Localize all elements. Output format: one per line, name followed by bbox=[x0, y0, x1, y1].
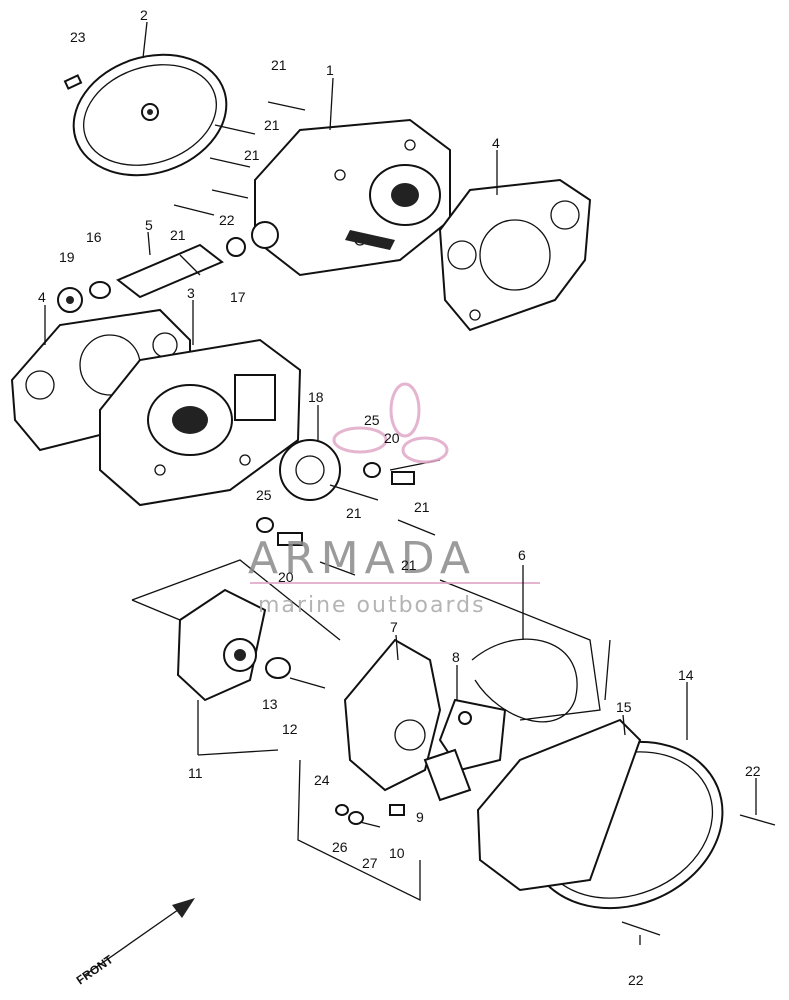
callout-14: 14 bbox=[678, 667, 694, 683]
part-11-advance-unit bbox=[131, 559, 341, 756]
part-5-shaft bbox=[116, 243, 224, 299]
callout-4-upper: 4 bbox=[492, 135, 500, 151]
callout-5: 5 bbox=[145, 217, 153, 233]
parts-24-26-27-10 bbox=[335, 804, 405, 828]
callout-12: 12 bbox=[282, 721, 298, 737]
callout-6: 6 bbox=[518, 547, 526, 563]
callout-25-upper: 25 bbox=[364, 412, 380, 428]
callout-13: 13 bbox=[262, 696, 278, 712]
callout-11: 11 bbox=[188, 765, 203, 781]
callout-19: 19 bbox=[59, 249, 75, 265]
callout-16: 16 bbox=[86, 229, 102, 245]
part-7-base-plate bbox=[343, 638, 442, 792]
watermark-brand: ARMADA bbox=[248, 533, 476, 584]
front-arrow: FRONT bbox=[74, 898, 195, 987]
callout-1: 1 bbox=[326, 62, 334, 78]
part-16-washer bbox=[89, 281, 111, 299]
callout-18: 18 bbox=[308, 389, 324, 405]
part-3-lower-housing bbox=[99, 338, 302, 507]
callout-7: 7 bbox=[390, 619, 398, 635]
callout-21-b: 21 bbox=[264, 117, 280, 133]
callout-4-lower: 4 bbox=[38, 289, 46, 305]
callout-17: 17 bbox=[230, 289, 246, 305]
part-19-nut bbox=[57, 287, 83, 313]
callout-22-right: 22 bbox=[745, 763, 761, 779]
part-4-gasket-right bbox=[438, 178, 592, 332]
callout-21-a: 21 bbox=[271, 57, 287, 73]
callout-20-upper: 20 bbox=[384, 430, 400, 446]
watermark: ARMADA marine outboards bbox=[248, 382, 540, 618]
part-23-screw bbox=[63, 74, 83, 90]
callout-3: 3 bbox=[187, 285, 195, 301]
fasteners-middle bbox=[256, 459, 441, 576]
callout-10: 10 bbox=[389, 845, 405, 861]
callout-26: 26 bbox=[332, 839, 348, 855]
part-2-top-cover bbox=[72, 53, 228, 177]
callout-21-g: 21 bbox=[401, 557, 417, 573]
callout-23: 23 bbox=[70, 29, 86, 45]
part-22-screws-lower bbox=[621, 814, 776, 936]
assembly-outline-lines bbox=[131, 599, 611, 902]
front-marker-label: FRONT bbox=[74, 952, 116, 988]
part-8-points bbox=[423, 698, 507, 802]
part-17-oring bbox=[226, 237, 246, 257]
callout-9: 9 bbox=[416, 809, 424, 825]
watermark-logo-petal bbox=[389, 382, 421, 438]
callout-24: 24 bbox=[314, 772, 330, 788]
watermark-logo-petal bbox=[401, 436, 449, 464]
callout-21-d: 21 bbox=[170, 227, 186, 243]
part-18-seal bbox=[279, 439, 341, 501]
bolts-upper bbox=[173, 101, 306, 216]
callout-8: 8 bbox=[452, 649, 460, 665]
callout-15: 15 bbox=[616, 699, 632, 715]
part-1-housing bbox=[251, 118, 451, 277]
callout-21-e: 21 bbox=[414, 499, 430, 515]
callout-2: 2 bbox=[140, 7, 148, 23]
callout-22-upper: 22 bbox=[219, 212, 235, 228]
watermark-logo-petal bbox=[332, 426, 388, 454]
callout-22-bottom: 22 bbox=[628, 972, 644, 988]
callout-labels: 1 2 3 4 4 5 6 7 8 9 10 11 12 13 14 15 16… bbox=[38, 7, 761, 988]
callout-27: 27 bbox=[362, 855, 378, 871]
callout-20-lower: 20 bbox=[278, 569, 294, 585]
callout-leaders bbox=[44, 21, 757, 945]
callout-21-f: 21 bbox=[346, 505, 362, 521]
callout-25-lower: 25 bbox=[256, 487, 272, 503]
part-15-gasket bbox=[476, 718, 642, 892]
part-6-lead-wire bbox=[439, 579, 601, 723]
callout-21-c: 21 bbox=[244, 147, 260, 163]
watermark-tagline: marine outboards bbox=[258, 593, 486, 618]
